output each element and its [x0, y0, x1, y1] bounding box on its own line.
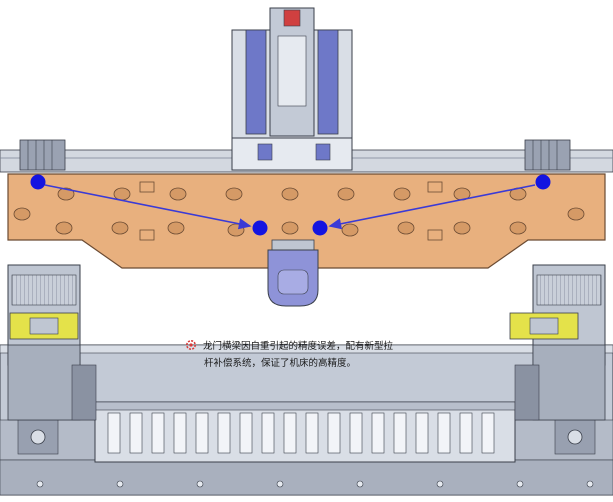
measure-point-center-left	[252, 220, 268, 236]
caption-text-1: 龙门横梁因自重引起的精度误差，配有新型拉	[203, 341, 394, 352]
worktable	[94, 401, 516, 463]
spindle-head	[231, 7, 353, 171]
crossbeam	[7, 173, 606, 269]
measure-point-center-right	[312, 220, 328, 236]
spindle-nose	[267, 239, 319, 307]
error-vectors	[30, 174, 551, 236]
caption-line-1: 龙门横梁因自重引起的精度误差，配有新型拉	[185, 338, 415, 355]
left-column	[7, 264, 97, 421]
caption-text-2: 杆补偿系统，保证了机床的高精度。	[204, 358, 357, 369]
measure-point-right	[535, 174, 551, 190]
bullet-gear-icon	[186, 340, 196, 350]
measure-point-left	[30, 174, 46, 190]
feature-caption: 龙门横梁因自重引起的精度误差，配有新型拉 杆补偿系统，保证了机床的高精度。	[185, 338, 415, 372]
right-column	[509, 264, 606, 421]
